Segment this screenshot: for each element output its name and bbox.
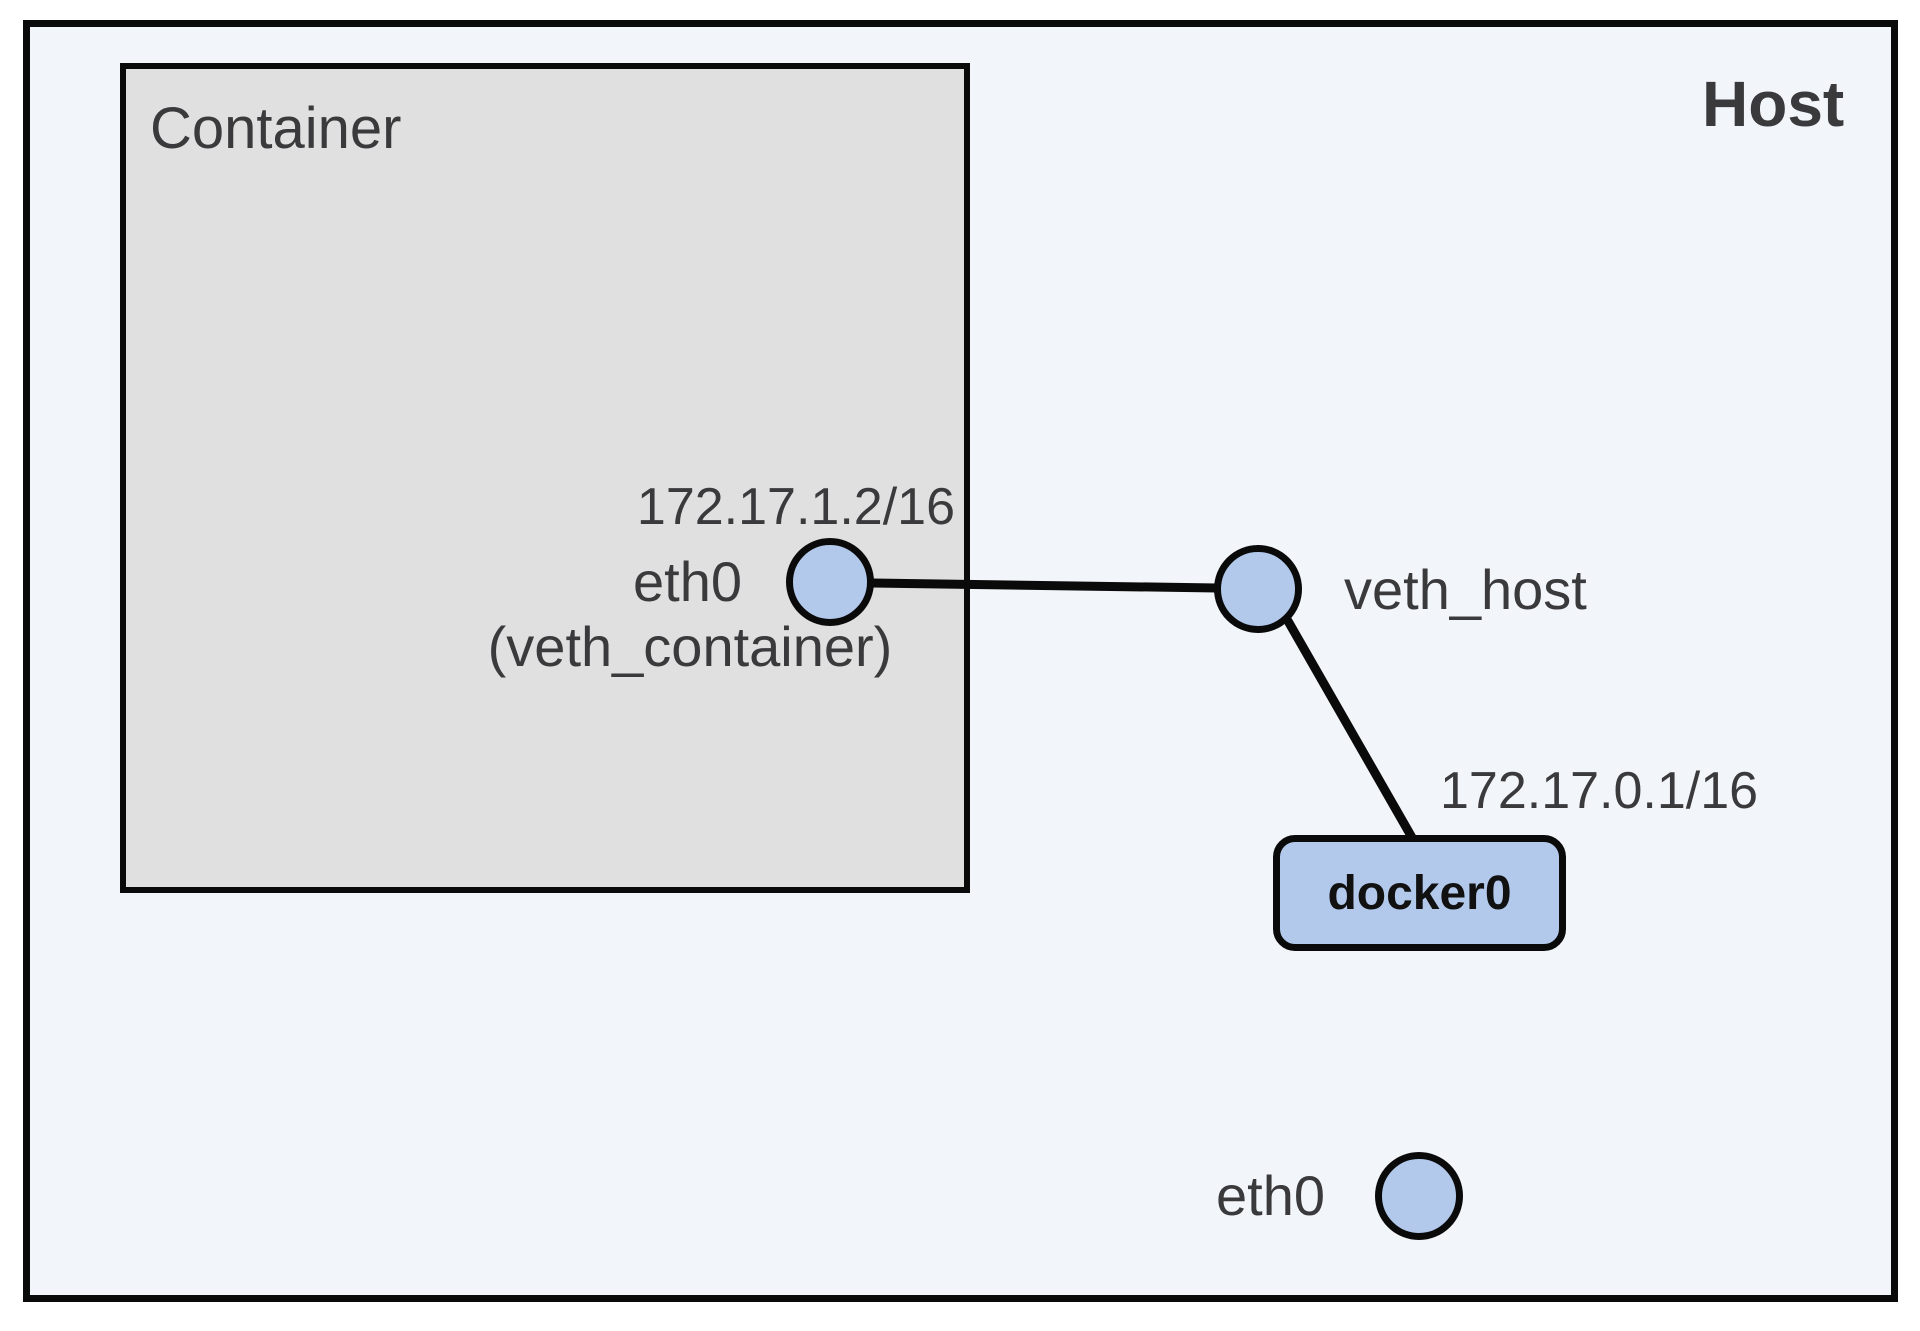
eth0-container-label: eth0 [633, 550, 742, 613]
eth0-host-port-circle [1375, 1152, 1463, 1240]
veth-container-alias-label: (veth_container) [487, 615, 893, 678]
host-label: Host [1702, 68, 1845, 140]
container-boundary-box [120, 63, 970, 893]
veth-host-label: veth_host [1344, 558, 1587, 621]
veth-host-port-circle [1214, 545, 1302, 633]
docker0-ip-label: 172.17.0.1/16 [1440, 762, 1759, 820]
docker0-bridge-label: docker0 [1327, 866, 1512, 920]
container-label: Container [150, 96, 402, 161]
eth0-container-port-circle [786, 538, 874, 626]
eth0-container-ip-label: 172.17.1.2/16 [636, 478, 955, 536]
docker0-bridge-box: docker0 [1273, 835, 1566, 951]
eth0-host-label: eth0 [1216, 1164, 1325, 1227]
